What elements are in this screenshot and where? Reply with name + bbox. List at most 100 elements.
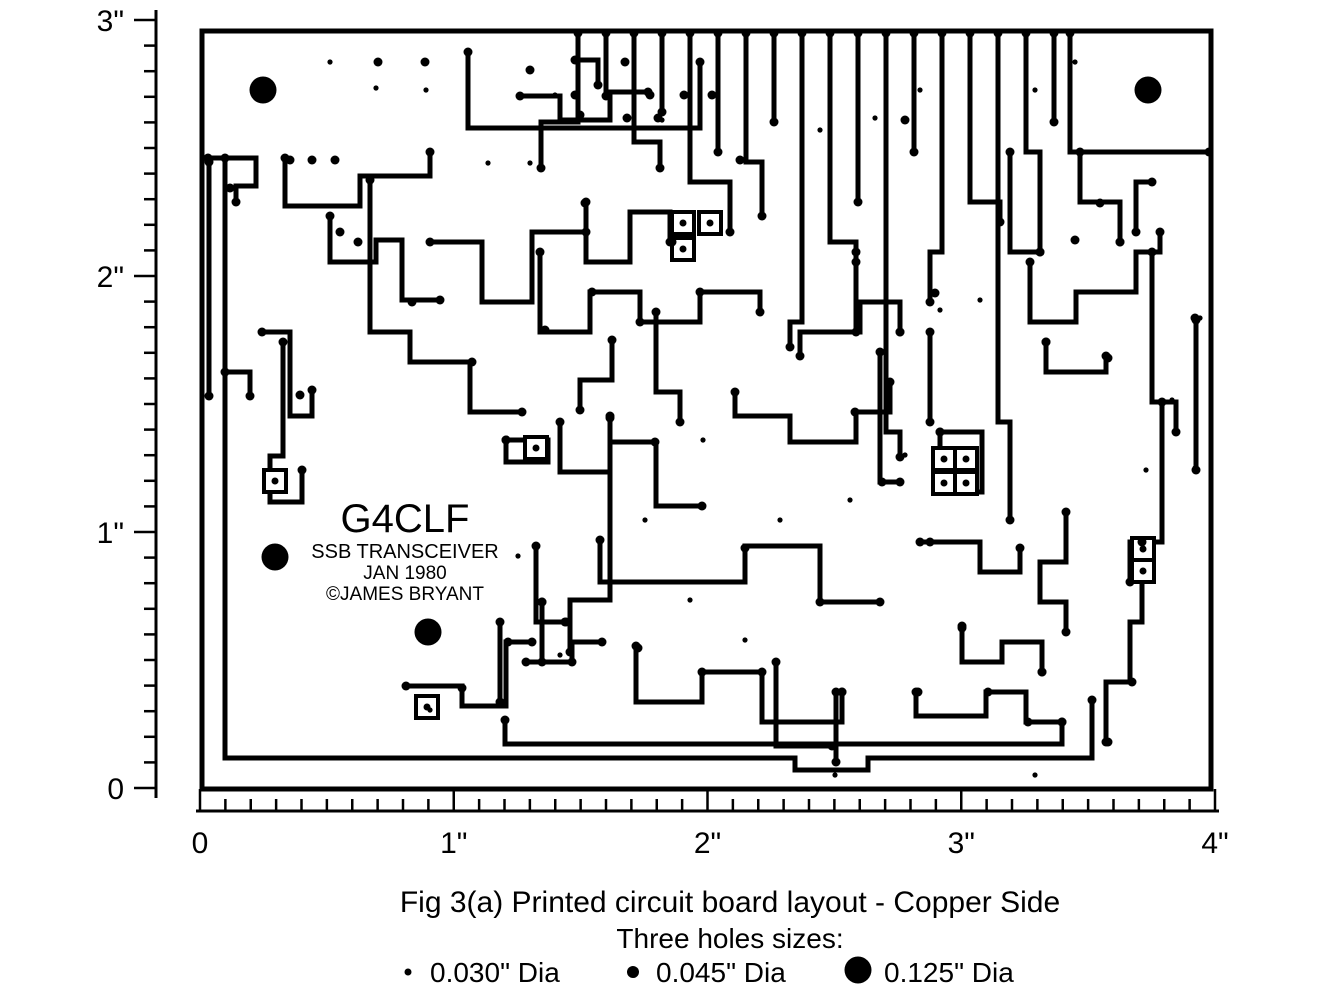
hole-045 xyxy=(570,55,580,65)
hole-030 xyxy=(205,393,211,399)
copper-trace xyxy=(827,30,859,265)
hole-045 xyxy=(697,501,707,511)
copper-trace xyxy=(597,537,883,605)
hole-045 xyxy=(895,477,905,487)
hole-045 xyxy=(560,617,570,627)
hole-045 xyxy=(655,163,665,173)
copper-trace xyxy=(367,177,525,415)
hole-030 xyxy=(777,517,783,523)
hole-045 xyxy=(1103,353,1113,363)
copper-trace xyxy=(533,543,569,625)
copper-trace xyxy=(1067,30,1212,155)
bottom-ruler-label: 1" xyxy=(440,827,467,860)
copper-trace xyxy=(222,369,253,399)
copper-trace xyxy=(959,623,1045,675)
hole-045 xyxy=(769,117,779,127)
copper-trace xyxy=(877,349,903,485)
hole-045 xyxy=(1125,577,1135,587)
hole-045 xyxy=(853,28,863,38)
hole-045 xyxy=(278,337,288,347)
hole-030 xyxy=(527,160,533,166)
copper-trace xyxy=(572,57,601,88)
hole-045 xyxy=(285,155,295,165)
hole-045 xyxy=(620,57,630,67)
hole-030 xyxy=(552,92,558,98)
hole-045 xyxy=(957,623,967,633)
hole-045 xyxy=(593,80,603,90)
copper-trace xyxy=(1103,539,1145,745)
copper-trace xyxy=(577,337,615,413)
hole-045 xyxy=(930,288,940,298)
copper-trace xyxy=(567,413,613,655)
copper-trace xyxy=(653,309,683,425)
medium-hole-dot-icon xyxy=(627,966,639,978)
hole-045 xyxy=(457,683,467,693)
left-ruler-label: 1" xyxy=(97,517,124,550)
hole-045 xyxy=(1103,737,1113,747)
hole-045 xyxy=(657,28,667,38)
copper-trace xyxy=(465,49,703,131)
copper-trace xyxy=(1043,339,1109,375)
hole-045 xyxy=(875,597,885,607)
hole-045 xyxy=(1190,313,1200,323)
hole-045 xyxy=(850,407,860,417)
hole-030 xyxy=(742,637,748,643)
copper-trace xyxy=(523,639,605,665)
hole-045 xyxy=(755,307,765,317)
board-title-block: G4CLF SSB TRANSCEIVER JAN 1980 ©JAMES BR… xyxy=(311,497,498,605)
hole-125 xyxy=(261,543,289,571)
hole-045 xyxy=(535,247,545,257)
hole-045 xyxy=(565,647,575,657)
hole-045 xyxy=(601,91,611,101)
hole-045 xyxy=(650,437,660,447)
copper-trace xyxy=(222,155,1095,773)
pad-hole xyxy=(679,245,687,253)
hole-045 xyxy=(1061,507,1071,517)
hole-045 xyxy=(885,377,895,387)
hole-045 xyxy=(675,417,685,427)
hole-045 xyxy=(1025,257,1035,267)
hole-045 xyxy=(913,687,923,697)
hole-045 xyxy=(1155,227,1165,237)
hole-045 xyxy=(629,28,639,38)
board-date: JAN 1980 xyxy=(363,563,446,584)
hole-045 xyxy=(909,28,919,38)
hole-045 xyxy=(795,351,805,361)
hole-030 xyxy=(1032,87,1038,93)
copper-trace xyxy=(631,30,663,171)
hole-045 xyxy=(295,390,305,400)
hole-045 xyxy=(325,211,335,221)
bottom-ruler-label: 2" xyxy=(694,827,721,860)
hole-045 xyxy=(915,537,925,547)
hole-030 xyxy=(427,707,433,713)
hole-045 xyxy=(1049,117,1059,127)
hole-045 xyxy=(401,681,411,691)
hole-030 xyxy=(832,772,838,778)
hole-045 xyxy=(1131,227,1141,237)
hole-045 xyxy=(965,28,975,38)
pad-hole xyxy=(1139,567,1147,575)
copper-trace xyxy=(732,379,893,445)
bottom-ruler-label: 0 xyxy=(192,827,209,860)
hole-045 xyxy=(580,198,590,208)
hole-030 xyxy=(937,307,943,313)
board-callsign: G4CLF xyxy=(341,497,470,541)
hole-045 xyxy=(993,28,1003,38)
hole-045 xyxy=(1147,177,1157,187)
hole-045 xyxy=(607,335,617,345)
hole-045 xyxy=(925,417,935,427)
pad-hole xyxy=(940,455,948,463)
hole-045 xyxy=(1171,427,1181,437)
copper-trace xyxy=(205,155,259,205)
hole-045 xyxy=(827,741,837,751)
hole-045 xyxy=(1087,695,1097,705)
hole-045 xyxy=(365,175,375,185)
hole-045 xyxy=(335,227,345,237)
hole-045 xyxy=(307,155,317,165)
hole-045 xyxy=(757,211,767,221)
copper-trace xyxy=(327,213,443,303)
hole-045 xyxy=(330,155,340,165)
hole-045 xyxy=(695,57,705,67)
hole-045 xyxy=(1061,627,1071,637)
